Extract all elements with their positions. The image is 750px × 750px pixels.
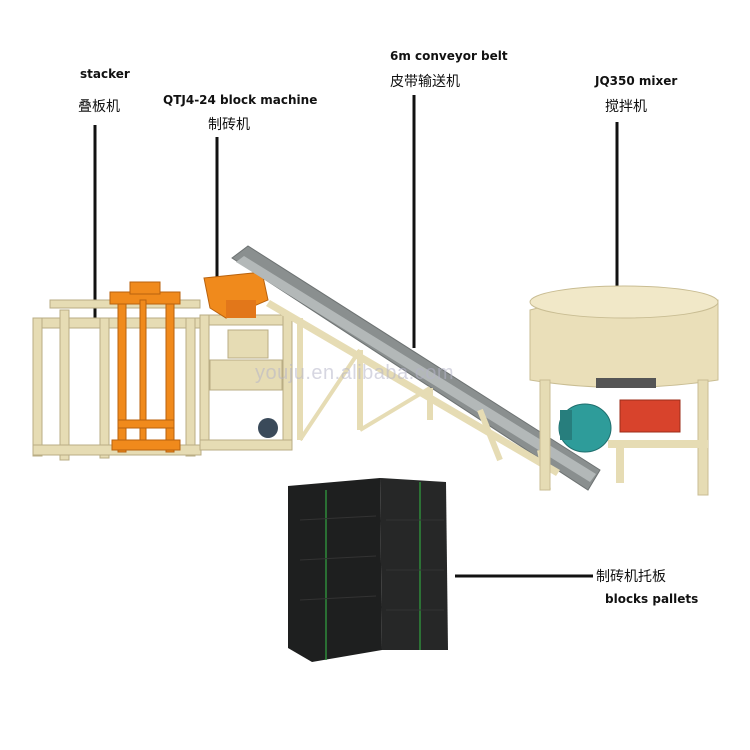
block-machine-label-en: QTJ4-24 block machine (163, 93, 318, 107)
stacker-frame (32, 299, 202, 461)
watermark-text: youju.en.alibaba.com (255, 362, 455, 384)
conveyor-label-zh: 皮带输送机 (390, 74, 460, 90)
pointer-lines (93, 95, 619, 578)
conveyor-label-en: 6m conveyor belt (390, 49, 508, 63)
block-machine-motor (258, 418, 278, 438)
block-machine-hopper (203, 271, 269, 319)
stacker-label-en: stacker (80, 67, 130, 81)
mixer-label-en: JQ350 mixer (595, 74, 678, 88)
pallets-label-zh: 制砖机托板 (596, 569, 666, 585)
gearbox (619, 399, 681, 433)
block-machine-label-zh: 制砖机 (208, 117, 250, 133)
stacker-label-zh: 叠板机 (78, 99, 120, 115)
block-pallets (288, 478, 448, 662)
pallets-label-en: blocks pallets (605, 592, 699, 606)
block-machine-frame (199, 314, 293, 451)
conveyor-belt (231, 245, 601, 491)
stacker-orange-mechanism (109, 281, 181, 453)
mixer (529, 285, 719, 496)
mixer-label-zh: 搅拌机 (605, 99, 647, 115)
